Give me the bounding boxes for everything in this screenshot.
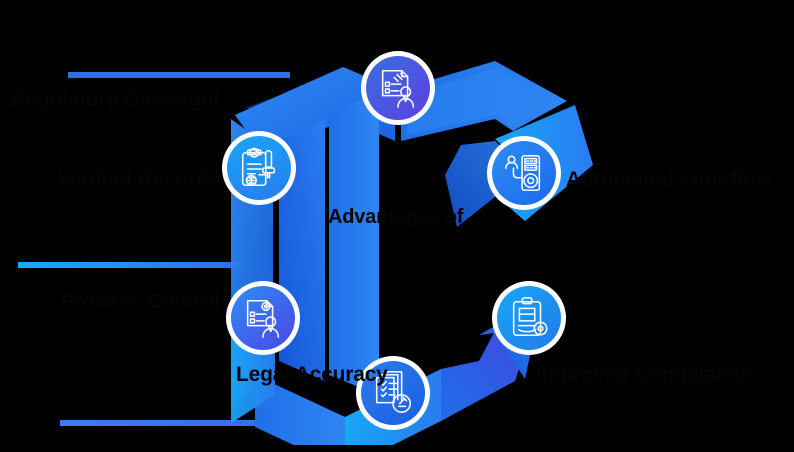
clipboard-gear-icon [506,295,552,341]
accent-rule-bottom [60,420,292,426]
center-label: Advantages of [328,206,464,228]
node-disc [227,136,291,200]
label-right: Automated Workflow [566,168,773,191]
label-top: Regulatory Oversight [10,88,220,111]
node-disc [231,286,295,350]
node-disc [361,361,425,425]
clipboard-check-pen-icon [236,145,282,191]
server-user-gear-icon [501,150,547,196]
node-improved-compliance[interactable] [492,281,566,355]
node-automated-workflow[interactable] [487,136,561,210]
node-legal-accuracy[interactable] [356,356,430,430]
node-regulatory-oversight[interactable] [361,51,435,125]
label-bottom-right: Improved Compliance [536,363,752,386]
node-disc [497,286,561,350]
node-verified-records[interactable] [222,131,296,205]
label-bottom-left: Process Control [60,290,220,313]
documents-gavel-icon [370,370,416,416]
document-checklist-person-icon [375,65,421,111]
accent-rule-middle [18,262,240,268]
label-bottom: Legal Accuracy [236,363,388,386]
label-left: Verified Records [57,168,220,191]
accent-rule-top [68,72,290,78]
node-disc [492,141,556,205]
node-disc [366,56,430,120]
document-settings-person-icon [240,295,286,341]
node-process-control[interactable] [226,281,300,355]
